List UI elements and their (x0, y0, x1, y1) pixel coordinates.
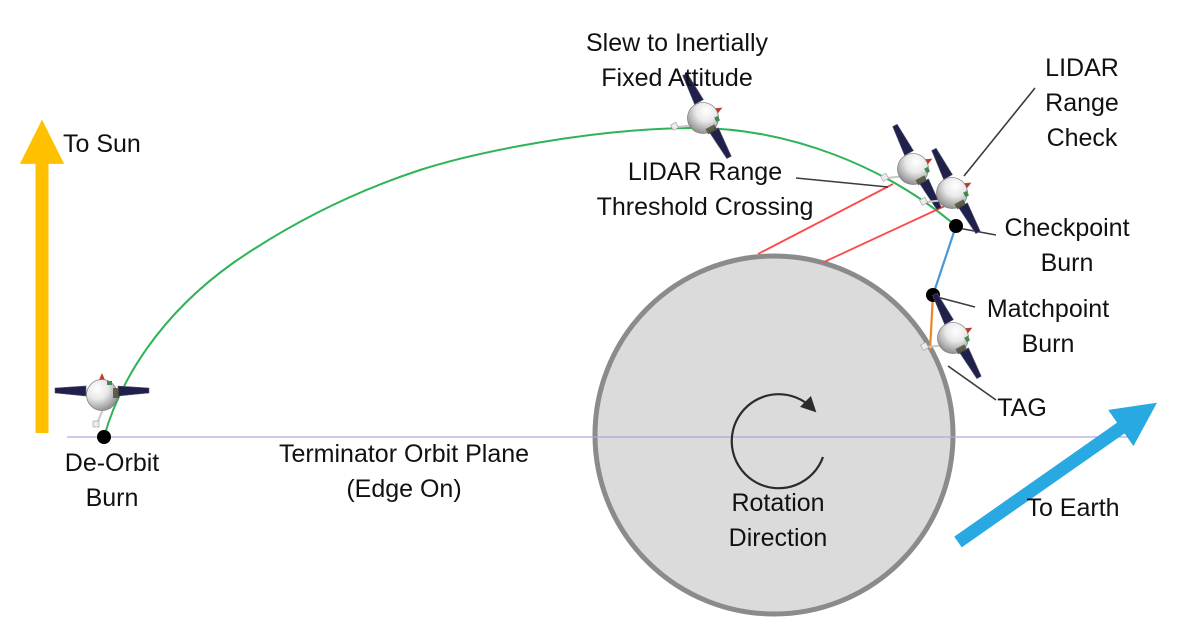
label-checkpoint-burn: Checkpoint Burn (1004, 214, 1130, 277)
label-to-earth: To Earth (1026, 494, 1120, 522)
lidar-check-beam (823, 204, 948, 263)
lidar-threshold-connector (795, 177, 889, 188)
label-terminator-plane: Terminator Orbit Plane (Edge On) (278, 440, 530, 503)
earth-arrow-icon (954, 402, 1157, 548)
label-de-orbit-burn: De-Orbit Burn (64, 449, 160, 512)
de-orbit-burn-dot (97, 430, 111, 444)
tag-connector (947, 365, 997, 401)
rotation-arrow-icon (730, 393, 825, 490)
asteroid-body (592, 253, 956, 617)
label-matchpoint-burn: Matchpoint Burn (986, 295, 1110, 358)
label-lidar-check: LIDAR Range Check (1045, 54, 1119, 152)
checkpoint-leg-line (931, 225, 958, 296)
label-to-sun: To Sun (63, 130, 141, 158)
matchpoint-leg-line (928, 294, 935, 351)
label-lidar-threshold: LIDAR Range Threshold Crossing (596, 158, 814, 221)
label-rotation-direction: Rotation Direction (728, 489, 828, 552)
checkpoint-burn-dot (949, 219, 963, 233)
trajectory-path (103, 126, 957, 438)
label-slew-attitude: Slew to Inertially Fixed Attitude (585, 29, 769, 92)
lidar-check-connector (963, 87, 1036, 177)
matchpoint-connector (936, 296, 976, 308)
label-tag: TAG (997, 394, 1047, 422)
lidar-threshold-beam (757, 183, 894, 255)
spacecraft-icon (54, 372, 150, 428)
